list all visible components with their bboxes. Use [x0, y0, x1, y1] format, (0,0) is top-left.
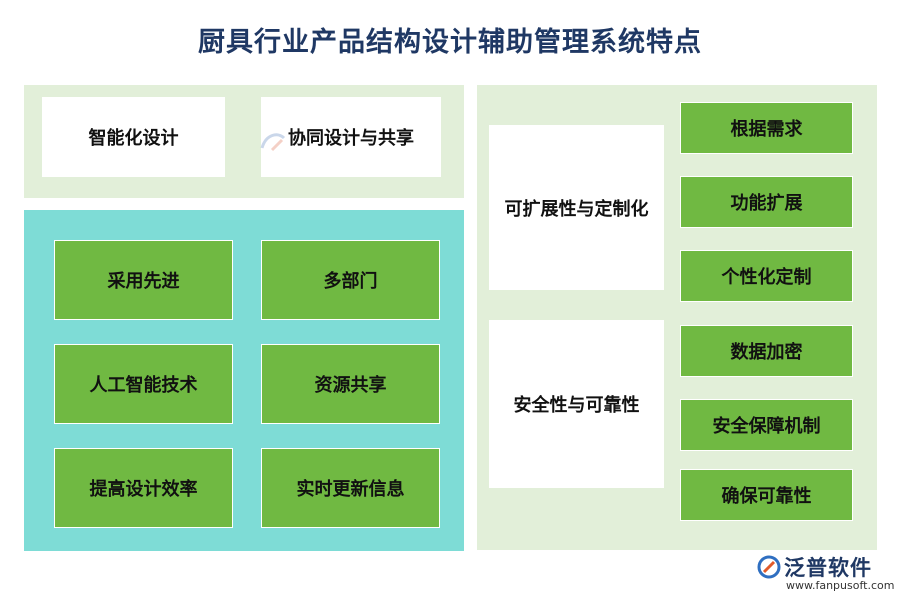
box-personalized-customization: 个性化定制: [680, 250, 853, 302]
box-collab-design: 协同设计与共享: [261, 97, 441, 177]
watermark-logo: [260, 133, 286, 152]
box-adopt-advanced: 采用先进: [54, 240, 233, 320]
brand-mark-icon: [757, 555, 781, 579]
box-ensure-reliability: 确保可靠性: [680, 469, 853, 521]
brand-url: www.fanpusoft.com: [786, 579, 895, 592]
box-security-reliability: 安全性与可靠性: [489, 320, 664, 488]
box-multi-department: 多部门: [261, 240, 440, 320]
box-realtime-update: 实时更新信息: [261, 448, 440, 528]
box-resource-sharing: 资源共享: [261, 344, 440, 424]
box-smart-design: 智能化设计: [42, 97, 225, 177]
box-scalability-customization: 可扩展性与定制化: [489, 125, 664, 290]
page-title: 厨具行业产品结构设计辅助管理系统特点: [198, 27, 702, 58]
box-ai-tech: 人工智能技术: [54, 344, 233, 424]
brand-name: 泛普软件: [784, 556, 872, 580]
brand-logo: 泛普软件 www.fanpusoft.com: [756, 552, 894, 596]
box-security-mechanism: 安全保障机制: [680, 399, 853, 451]
box-according-needs: 根据需求: [680, 102, 853, 154]
box-design-efficiency: 提高设计效率: [54, 448, 233, 528]
box-function-extension: 功能扩展: [680, 176, 853, 228]
box-data-encryption: 数据加密: [680, 325, 853, 377]
